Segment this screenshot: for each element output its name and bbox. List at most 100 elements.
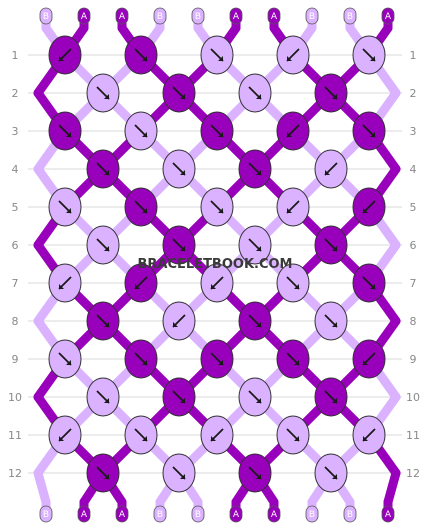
bottom-strand-label: A xyxy=(119,510,126,520)
knot xyxy=(314,453,348,493)
arrow-head-icon xyxy=(294,360,299,365)
strand-end xyxy=(381,7,395,25)
strand-end xyxy=(77,505,91,523)
arrow-head-icon xyxy=(59,284,64,289)
knot xyxy=(238,149,272,189)
row-label-left: 8 xyxy=(12,315,19,328)
arrow-head-icon xyxy=(325,170,330,175)
top-strand-label: B xyxy=(157,12,163,22)
strand-end xyxy=(267,7,281,25)
knot xyxy=(200,263,234,303)
top-strand-label: B xyxy=(347,12,353,22)
arrow-head-icon xyxy=(104,398,109,403)
top-strand-label: B xyxy=(195,12,201,22)
knot xyxy=(162,225,196,265)
row-label-right: 11 xyxy=(406,429,420,442)
strand-end xyxy=(191,7,205,25)
arrow-head-icon xyxy=(256,398,261,403)
row-label-left: 11 xyxy=(8,429,22,442)
row-label-left: 3 xyxy=(12,125,19,138)
arrow-head-icon xyxy=(332,474,337,479)
knot xyxy=(238,73,272,113)
row-label-left: 5 xyxy=(12,201,19,214)
arrow-head-icon xyxy=(256,322,261,327)
arrow-head-icon xyxy=(66,132,71,137)
knot xyxy=(124,415,158,455)
knot xyxy=(86,453,120,493)
strand-end xyxy=(153,7,167,25)
arrow-head-icon xyxy=(256,94,261,99)
arrow-head-icon xyxy=(363,436,368,441)
knot xyxy=(200,415,234,455)
arrow-head-icon xyxy=(332,246,337,251)
top-strand-label: A xyxy=(271,12,278,22)
row-label-right: 1 xyxy=(410,49,417,62)
knot xyxy=(86,73,120,113)
knot xyxy=(200,339,234,379)
bottom-strand-label: A xyxy=(385,510,392,520)
knot xyxy=(162,149,196,189)
knot xyxy=(314,73,348,113)
strand-end xyxy=(115,7,129,25)
knot xyxy=(238,377,272,417)
top-strand-label: B xyxy=(43,12,49,22)
arrow-head-icon xyxy=(59,56,64,61)
arrow-head-icon xyxy=(218,360,223,365)
arrow-head-icon xyxy=(332,398,337,403)
knot xyxy=(276,339,310,379)
knot xyxy=(352,263,386,303)
arrow-head-icon xyxy=(59,436,64,441)
knot xyxy=(276,187,310,227)
arrow-head-icon xyxy=(142,360,147,365)
knot xyxy=(48,111,82,151)
strand-end xyxy=(191,505,205,523)
knot xyxy=(162,377,196,417)
bottom-strand-label: A xyxy=(271,510,278,520)
arrow-head-icon xyxy=(218,56,223,61)
row-label-right: 6 xyxy=(410,239,417,252)
row-label-right: 8 xyxy=(410,315,417,328)
strand-end xyxy=(153,505,167,523)
arrow-head-icon xyxy=(173,322,178,327)
row-label-right: 12 xyxy=(406,467,420,480)
thread-segment xyxy=(383,468,401,507)
bottom-strand-label: A xyxy=(81,510,88,520)
row-label-left: 2 xyxy=(12,87,19,100)
knot xyxy=(352,187,386,227)
arrow-head-icon xyxy=(66,360,71,365)
arrow-head-icon xyxy=(180,246,185,251)
bottom-strand-label: B xyxy=(43,510,49,520)
arrow-head-icon xyxy=(211,436,216,441)
arrow-head-icon xyxy=(287,56,292,61)
arrow-head-icon xyxy=(104,322,109,327)
top-strand-label: A xyxy=(385,12,392,22)
arrow-head-icon xyxy=(211,284,216,289)
watermark: BRACELETBOOK.COM xyxy=(138,257,293,272)
knot xyxy=(124,339,158,379)
knot xyxy=(352,339,386,379)
knot xyxy=(48,339,82,379)
knot xyxy=(48,263,82,303)
arrow-head-icon xyxy=(104,94,109,99)
row-label-left: 10 xyxy=(8,391,22,404)
knot xyxy=(124,35,158,75)
strand-end xyxy=(39,7,53,25)
row-label-right: 5 xyxy=(410,201,417,214)
arrow-head-icon xyxy=(370,284,375,289)
arrow-head-icon xyxy=(294,284,299,289)
row-label-right: 4 xyxy=(410,163,417,176)
arrow-head-icon xyxy=(370,56,375,61)
knot xyxy=(352,415,386,455)
knot xyxy=(48,415,82,455)
strand-end xyxy=(305,505,319,523)
arrow-head-icon xyxy=(135,284,140,289)
arrow-head-icon xyxy=(142,208,147,213)
arrow-head-icon xyxy=(332,94,337,99)
bottom-strand-label: B xyxy=(347,510,353,520)
arrow-head-icon xyxy=(142,436,147,441)
arrow-head-icon xyxy=(363,208,368,213)
strand-end xyxy=(77,7,91,25)
row-label-left: 9 xyxy=(12,353,19,366)
